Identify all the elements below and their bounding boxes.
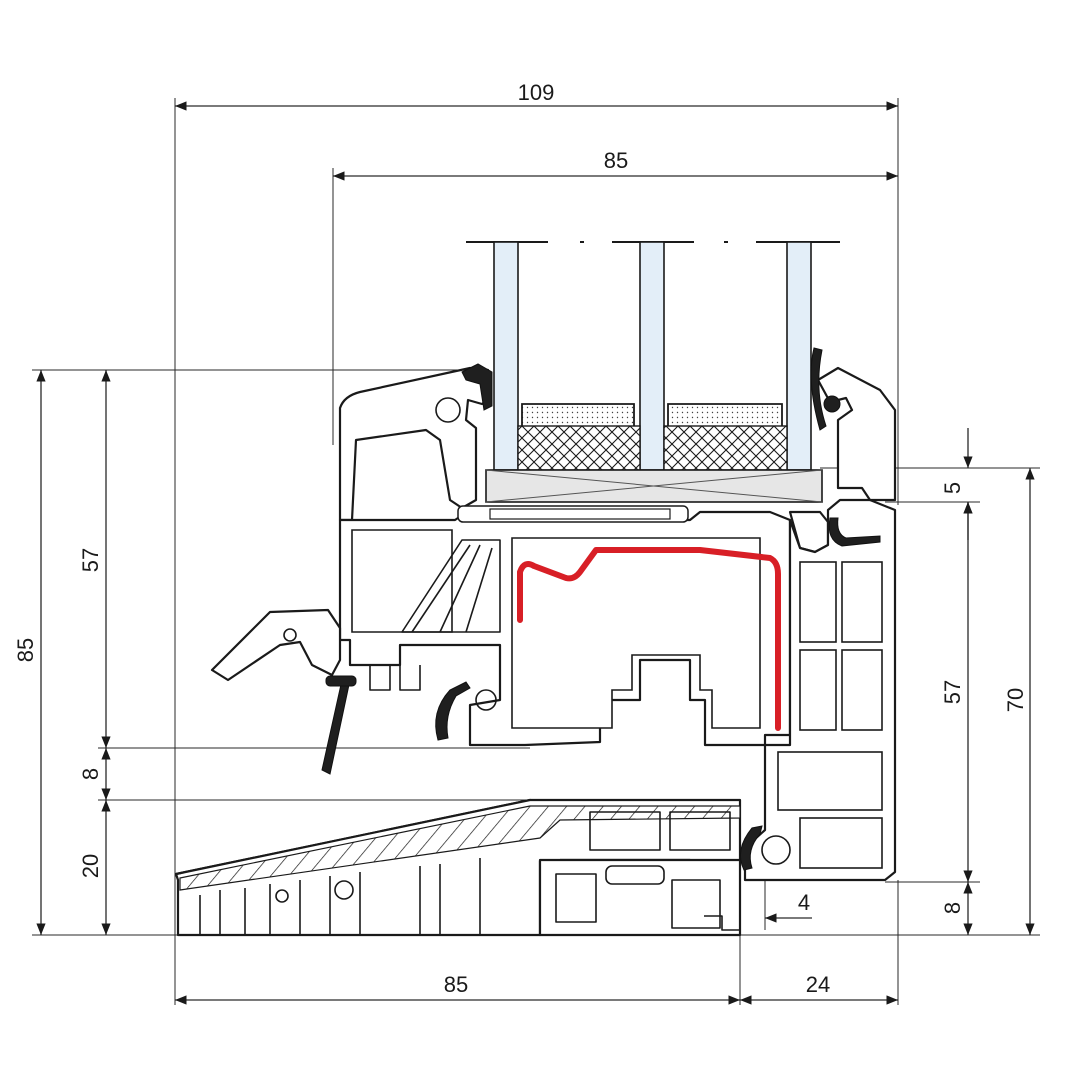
glass-pane-middle xyxy=(639,241,665,471)
triple-glazing xyxy=(466,241,840,503)
dim-total-height: 85 xyxy=(13,638,38,662)
dim-frame-height-right: 57 xyxy=(940,680,965,704)
dim-overlap: 8 xyxy=(78,768,103,780)
dim-sash-height-left: 57 xyxy=(78,548,103,572)
dim-overall-width: 109 xyxy=(518,80,555,105)
gasket-outer-top xyxy=(461,363,493,411)
dim-drip: 4 xyxy=(798,890,810,915)
dim-sill-height: 20 xyxy=(78,854,103,878)
secondary-seal-left xyxy=(517,425,641,471)
sill-profile xyxy=(174,798,742,937)
dim-sash-width: 85 xyxy=(604,148,628,173)
gasket-sash-frame xyxy=(828,517,881,547)
dimension-labels: 109 85 85 57 8 20 5 57 70 8 4 85 24 xyxy=(13,80,1028,997)
gasket-frame-bottom xyxy=(739,825,763,871)
glass-pane-outer xyxy=(493,241,519,471)
outer-flashing xyxy=(210,608,351,775)
dim-bottom-right-small: 8 xyxy=(940,902,965,914)
dim-bottom-frame-depth: 85 xyxy=(444,972,468,997)
gaskets xyxy=(325,347,881,871)
dim-gap: 5 xyxy=(940,482,965,494)
frame-profile xyxy=(743,366,897,882)
dim-total-right: 70 xyxy=(1003,688,1028,712)
gasket-bulb-inner xyxy=(823,395,841,413)
secondary-seal-right xyxy=(663,425,788,471)
glazing-bead-outer xyxy=(338,366,492,522)
dim-bottom-sill-projection: 24 xyxy=(806,972,830,997)
steel-reinforcement xyxy=(517,547,781,731)
sash-profile xyxy=(338,366,830,747)
glass-pane-inner xyxy=(786,241,812,471)
gasket-lower-sash xyxy=(435,681,471,741)
dimension-lines xyxy=(32,98,1040,1005)
gasket-inner-top xyxy=(810,347,827,431)
